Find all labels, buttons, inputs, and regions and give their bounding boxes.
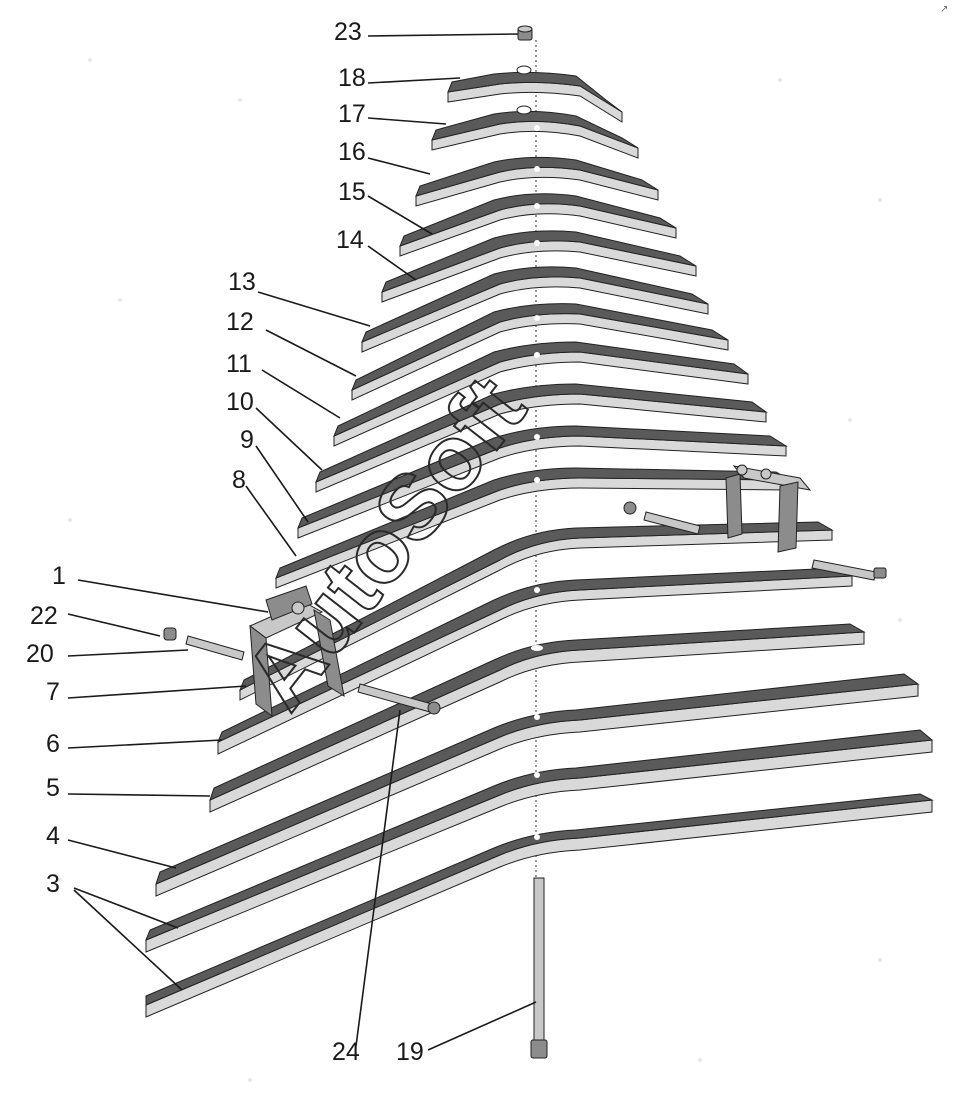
callout-3: 3 bbox=[46, 870, 60, 898]
callout-4: 4 bbox=[46, 822, 60, 850]
nut-23 bbox=[517, 25, 533, 41]
callout-14: 14 bbox=[336, 226, 364, 254]
leaf-11 bbox=[333, 341, 749, 447]
callout-6: 6 bbox=[46, 730, 60, 758]
callout-20: 20 bbox=[26, 640, 54, 668]
callout-23: 23 bbox=[334, 18, 362, 46]
callout-22: 22 bbox=[30, 602, 58, 630]
background-pattern bbox=[58, 58, 902, 1082]
center-bolt-19 bbox=[530, 877, 548, 1059]
clamp-1-left bbox=[249, 585, 345, 718]
bolts bbox=[163, 501, 887, 715]
callout-24: 24 bbox=[332, 1038, 360, 1066]
leaf-17 bbox=[431, 110, 639, 159]
callout-12: 12 bbox=[226, 308, 254, 336]
leaf-9 bbox=[297, 425, 788, 539]
callout-16: 16 bbox=[338, 138, 366, 166]
leader-lines bbox=[67, 33, 537, 1051]
leaf-15 bbox=[399, 193, 677, 257]
clamp-right bbox=[725, 464, 812, 553]
leaf-13 bbox=[361, 266, 709, 353]
leaf-10 bbox=[315, 383, 768, 493]
callout-9: 9 bbox=[240, 426, 254, 454]
callout-11: 11 bbox=[226, 350, 252, 378]
leaf-7 bbox=[239, 521, 834, 701]
callout-1: 1 bbox=[52, 562, 66, 590]
leaf-3-lower bbox=[145, 793, 934, 1018]
callout-13: 13 bbox=[228, 268, 256, 296]
leaf-5 bbox=[209, 623, 866, 813]
callout-10: 10 bbox=[226, 388, 254, 416]
callout-19: 19 bbox=[396, 1038, 424, 1066]
callout-8: 8 bbox=[232, 466, 246, 494]
corner-mark: ↗ bbox=[940, 4, 948, 15]
callout-18: 18 bbox=[338, 64, 366, 92]
leaf-14 bbox=[381, 230, 697, 303]
callout-5: 5 bbox=[46, 774, 60, 802]
leaf-3-upper bbox=[145, 729, 934, 953]
leaf-18 bbox=[447, 65, 623, 123]
callout-labels: 23 18 17 16 15 14 13 12 11 10 9 8 1 22 2… bbox=[26, 18, 424, 1066]
callout-17: 17 bbox=[338, 100, 366, 128]
leaf-12 bbox=[351, 303, 729, 401]
callout-7: 7 bbox=[46, 678, 60, 706]
leaf-4 bbox=[155, 673, 920, 897]
leaf-16 bbox=[415, 156, 659, 207]
callout-15: 15 bbox=[338, 178, 366, 206]
spring-leaves bbox=[145, 65, 934, 1018]
